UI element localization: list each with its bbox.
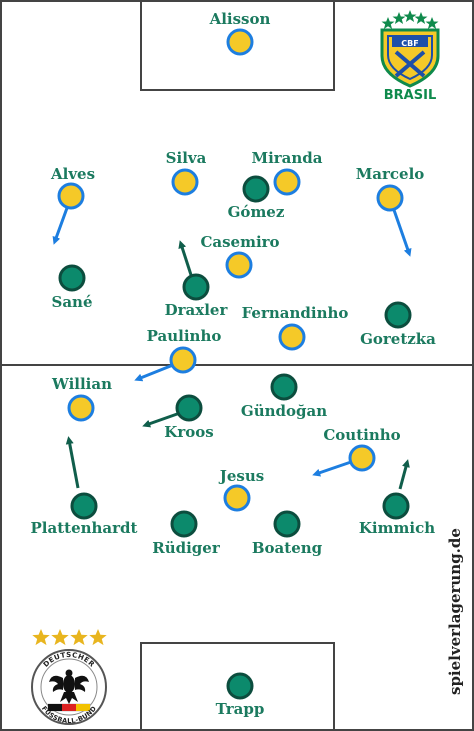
bottom-penalty-box <box>140 642 335 731</box>
player-marker-coutinho <box>348 444 376 472</box>
germany-stars <box>32 629 107 646</box>
player-label-alves: Alves <box>50 165 96 183</box>
player-label-alisson: Alisson <box>209 10 271 28</box>
player-marker-alisson <box>226 28 254 56</box>
top-penalty-box <box>140 0 335 91</box>
player-label-miranda: Miranda <box>251 149 323 167</box>
arrow-draxler <box>178 240 194 279</box>
player-label-sane: Sané <box>51 293 93 311</box>
player-marker-plattenhardt <box>70 492 98 520</box>
player-label-fernandinho: Fernandinho <box>241 304 349 322</box>
cbf-text: CBF <box>401 39 418 48</box>
germany-players <box>58 264 412 700</box>
player-label-gomez: Gómez <box>227 203 285 221</box>
player-label-jesus: Jesus <box>219 467 265 485</box>
player-marker-alves <box>57 182 85 210</box>
player-label-silva: Silva <box>165 149 207 167</box>
player-marker-miranda <box>273 168 301 196</box>
player-label-kimmich: Kimmich <box>358 519 436 537</box>
player-marker-trapp <box>226 672 254 700</box>
movement-arrows <box>52 207 412 490</box>
player-marker-gomez <box>242 175 270 203</box>
eagle-icon <box>49 669 89 704</box>
arrow-coutinho <box>312 460 352 477</box>
player-marker-jesus <box>223 484 251 512</box>
player-marker-marcelo <box>376 184 404 212</box>
player-marker-boateng <box>273 510 301 538</box>
player-marker-paulinho <box>169 346 197 374</box>
player-label-marcelo: Marcelo <box>355 165 425 183</box>
player-label-trapp: Trapp <box>215 700 265 718</box>
arrow-kroos <box>142 411 181 428</box>
player-label-coutinho: Coutinho <box>323 426 401 444</box>
player-label-draxler: Draxler <box>164 301 228 319</box>
brazil-stars <box>381 10 439 29</box>
player-label-casemiro: Casemiro <box>200 233 280 251</box>
player-marker-kroos <box>175 394 203 422</box>
player-label-rudiger: Rüdiger <box>152 539 220 557</box>
player-label-goretzka: Goretzka <box>360 330 436 348</box>
player-marker-fernandinho <box>278 323 306 351</box>
player-label-willian: Willian <box>52 375 112 393</box>
player-marker-goretzka <box>384 301 412 329</box>
brasil-label: BRASIL <box>384 88 436 103</box>
arrow-paulinho <box>134 363 174 382</box>
arrow-kimmich <box>398 459 410 490</box>
player-marker-willian <box>67 394 95 422</box>
arrow-alves <box>52 207 69 245</box>
site-credit: spielverlagerung.de <box>446 528 464 695</box>
player-marker-silva <box>171 168 199 196</box>
player-label-paulinho: Paulinho <box>146 327 222 345</box>
player-marker-kimmich <box>382 492 410 520</box>
player-marker-sane <box>58 264 86 292</box>
player-label-plattenhardt: Plattenhardt <box>30 519 138 537</box>
brazil-crest <box>380 10 440 88</box>
player-label-gundogan: Gündoğan <box>240 402 328 420</box>
brazil-players <box>57 28 404 512</box>
player-marker-casemiro <box>225 251 253 279</box>
player-label-boateng: Boateng <box>251 539 323 557</box>
player-marker-gundogan <box>270 373 298 401</box>
player-marker-rudiger <box>170 510 198 538</box>
player-marker-draxler <box>182 273 210 301</box>
arrow-plattenhardt <box>65 436 80 489</box>
player-label-kroos: Kroos <box>164 423 214 441</box>
germany-crest <box>31 649 107 725</box>
arrow-marcelo <box>392 209 412 257</box>
